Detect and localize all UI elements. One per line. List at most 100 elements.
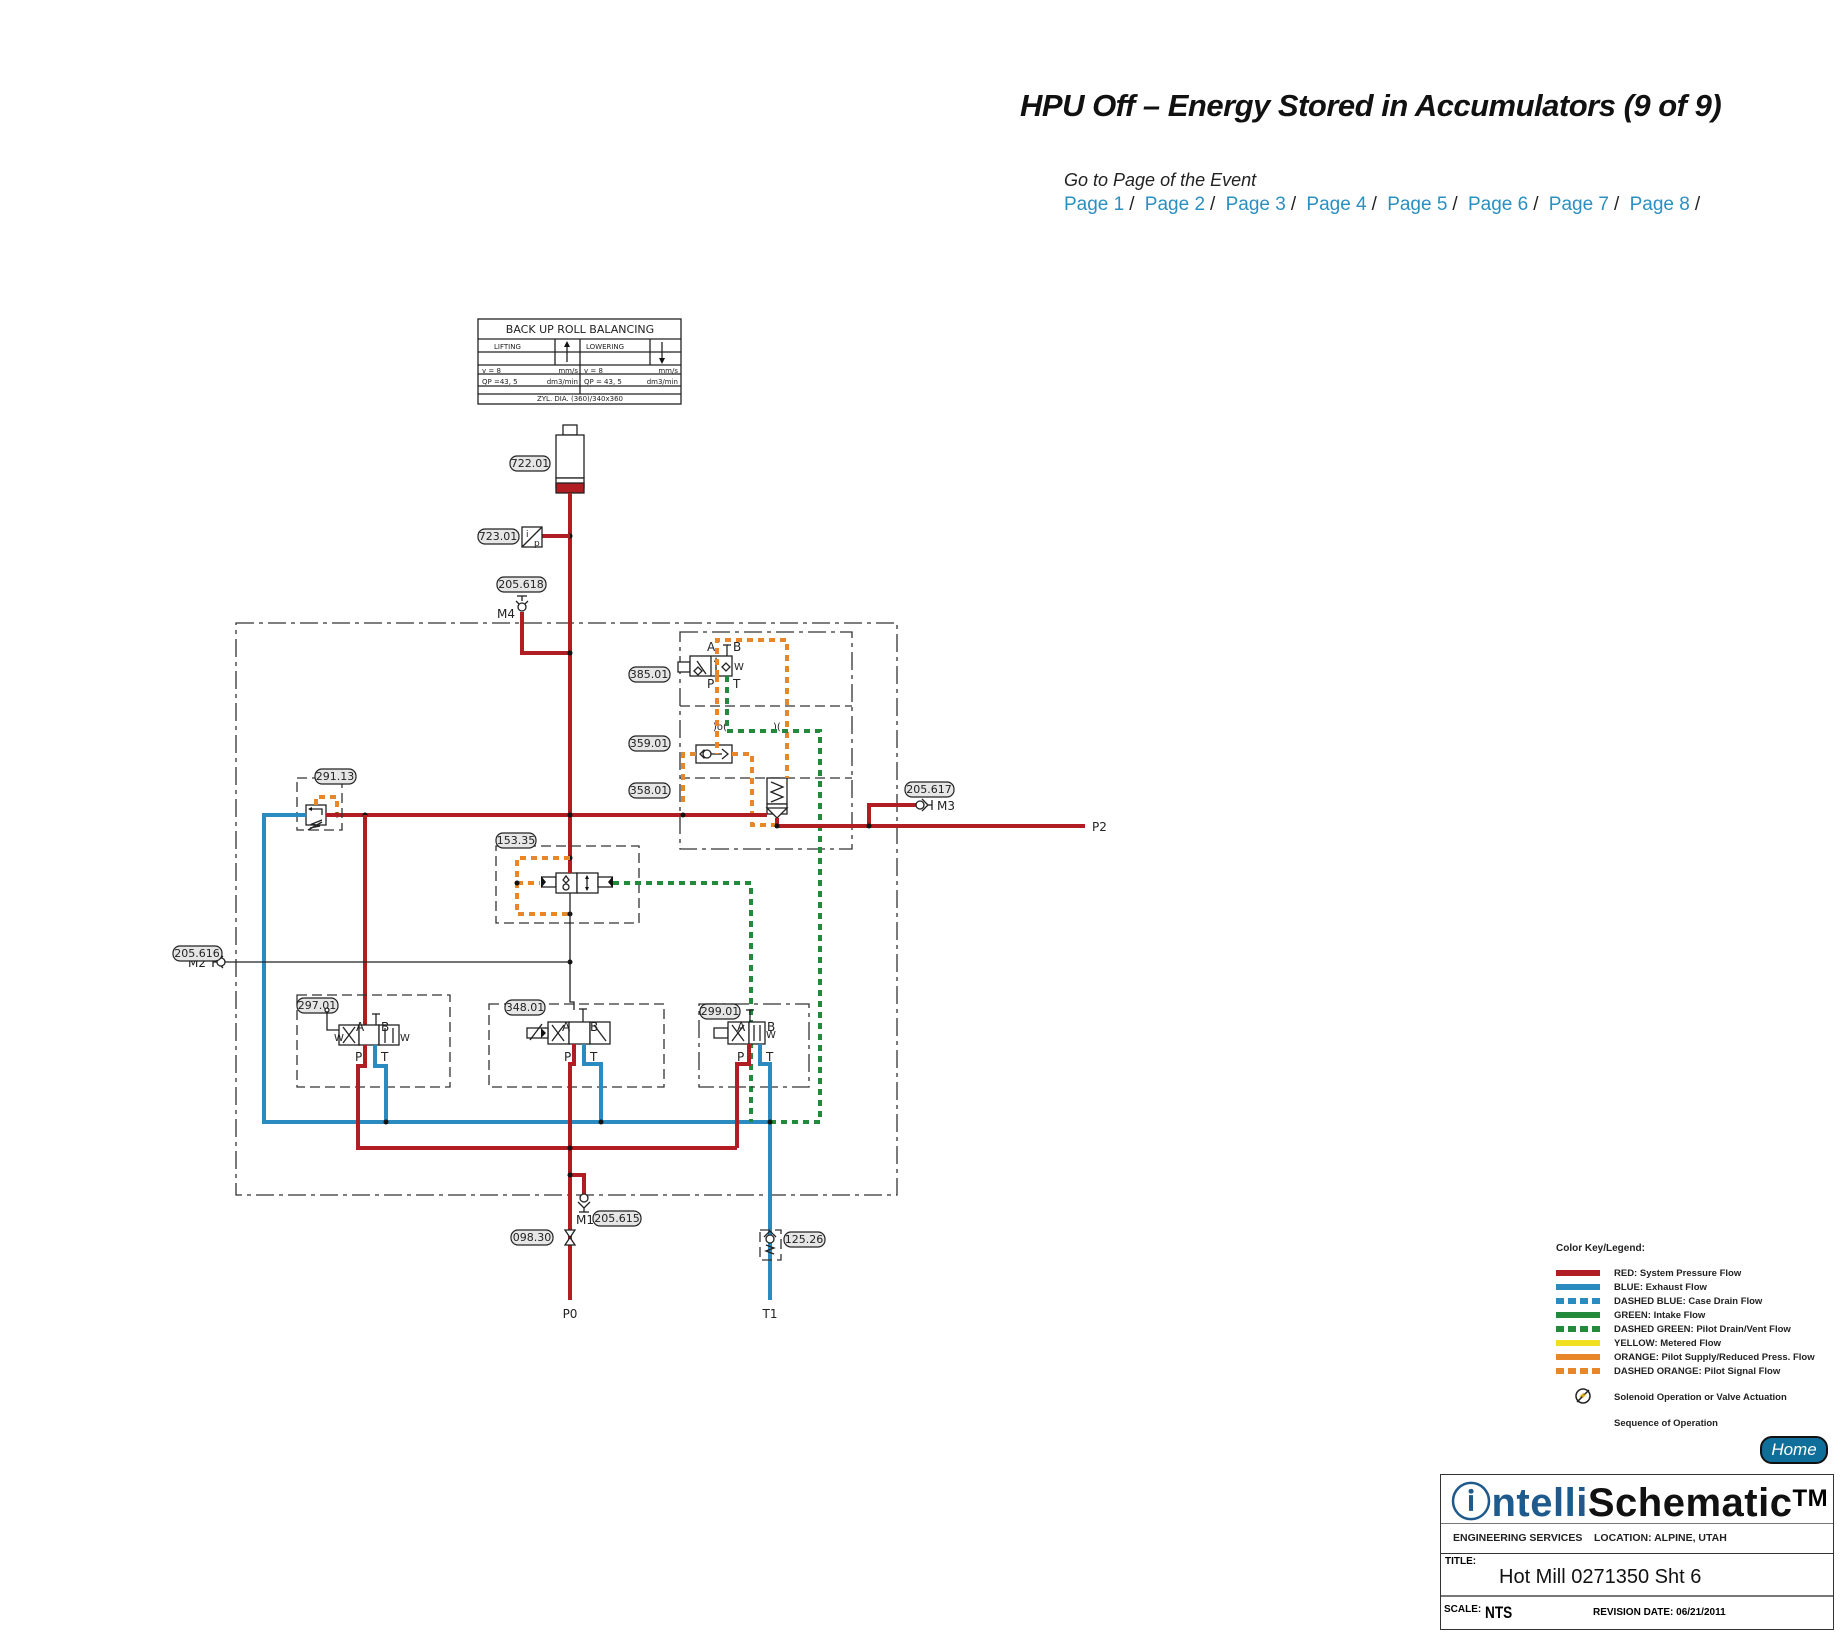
- color-legend: Color Key/Legend: RED: System Pressure F…: [1556, 1243, 1815, 1436]
- tag-359: [628, 735, 671, 752]
- spring-297-right: W: [400, 1033, 410, 1044]
- port-385-a: A: [707, 640, 716, 654]
- page-link-4[interactable]: Page 4: [1306, 194, 1367, 215]
- legend-label: DASHED GREEN: Pilot Drain/Vent Flow: [1614, 1323, 1791, 1335]
- page-link-3[interactable]: Page 3: [1225, 194, 1286, 215]
- tag-098: [510, 1229, 554, 1246]
- separator: /: [1694, 194, 1701, 215]
- subplate-box: [679, 631, 853, 850]
- port-385-b: B: [733, 640, 741, 654]
- port-297-t: T: [380, 1050, 389, 1064]
- legend-label: YELLOW: Metered Flow: [1614, 1337, 1721, 1349]
- qp-left-unit: dm3/min: [547, 378, 578, 386]
- port-348-p: P: [564, 1050, 571, 1064]
- tag-385: [628, 666, 671, 683]
- valve-297-symbol: [324, 1007, 400, 1046]
- port-299-t: T: [765, 1050, 774, 1064]
- legend-swatch-orange: [1556, 1354, 1600, 1360]
- legend-item: RED: System Pressure Flow: [1556, 1266, 1815, 1280]
- lifting-label: LIFTING: [494, 343, 521, 351]
- legend-swatch-dashed-green: [1556, 1326, 1600, 1332]
- port-385-t: T: [732, 677, 741, 691]
- port-348-a: A: [562, 1020, 571, 1034]
- manifold-boundary: [235, 622, 898, 1196]
- v-right: v = 8: [584, 367, 603, 375]
- page-link-2[interactable]: Page 2: [1144, 194, 1206, 215]
- legend-item: BLUE: Exhaust Flow: [1556, 1280, 1815, 1294]
- tag-205-618-text: 205.618: [498, 578, 544, 591]
- legend-header: Color Key/Legend:: [1556, 1243, 1645, 1254]
- title-block: ⓘntelliSchematicTM ENGINEERING SERVICES …: [1440, 1474, 1834, 1630]
- separator: /: [1129, 194, 1135, 215]
- port-m3: M3: [937, 799, 955, 813]
- tag-098-text: 098.30: [513, 1231, 552, 1244]
- page-links: Page 1/ Page 2/ Page 3/ Page 4/ Page 5/ …: [1064, 194, 1705, 216]
- separator: /: [1452, 194, 1458, 215]
- logo-black-text: Schematic: [1587, 1481, 1793, 1525]
- legend-swatch-blue: [1556, 1284, 1600, 1290]
- pressure-valve-358-symbol: [765, 777, 789, 819]
- orifice-icon: )(: [773, 722, 781, 733]
- goto-label: Go to Page of the Event: [1064, 170, 1257, 190]
- tag-205-617-text: 205.617: [906, 783, 952, 796]
- orifice-icon: )o(: [713, 722, 727, 733]
- valve-299-box: [698, 1003, 810, 1088]
- tag-153-text: 153.35: [497, 834, 536, 847]
- page-link-7[interactable]: Page 7: [1548, 194, 1610, 215]
- tag-297-text: 297.01: [298, 999, 337, 1012]
- tag-358-text: 358.01: [630, 784, 669, 797]
- info-table: BACK UP ROLL BALANCING LIFTING LOWERING …: [477, 318, 682, 405]
- tag-205-616-text: 205.616: [174, 947, 220, 960]
- tag-125-text: 125.26: [785, 1233, 824, 1246]
- separator: /: [1371, 194, 1377, 215]
- revision-date: REVISION DATE: 06/21/2011: [1593, 1607, 1726, 1618]
- qp-right: QP = 43, 5: [584, 378, 622, 386]
- legend-label: Solenoid Operation or Valve Actuation: [1614, 1391, 1787, 1403]
- tag-299: [699, 1003, 741, 1020]
- transducer-p-label: p: [534, 539, 540, 549]
- location: LOCATION: ALPINE, UTAH: [1594, 1532, 1727, 1544]
- tag-205-615-text: 205.615: [594, 1212, 640, 1225]
- legend-label: BLUE: Exhaust Flow: [1614, 1281, 1707, 1293]
- spring-385: W: [734, 662, 744, 673]
- separator: /: [1290, 194, 1297, 215]
- legend-item: DASHED ORANGE: Pilot Signal Flow: [1556, 1364, 1815, 1378]
- tag-205-617: [904, 781, 955, 798]
- tag-205-616: [172, 945, 223, 962]
- page-link-8[interactable]: Page 8: [1629, 194, 1690, 215]
- shuttle-valve-359-symbol: [695, 744, 733, 764]
- page-link-6[interactable]: Page 6: [1467, 194, 1529, 215]
- spring-297-left: W: [334, 1033, 344, 1044]
- qp-left: QP =43, 5: [482, 378, 518, 386]
- tag-348-text: 348.01: [506, 1001, 545, 1014]
- legend-label: RED: System Pressure Flow: [1614, 1267, 1742, 1279]
- page-link-1[interactable]: Page 1: [1064, 194, 1125, 215]
- legend-item: DASHED GREEN: Pilot Drain/Vent Flow: [1556, 1322, 1815, 1336]
- legend-item: Solenoid Operation or Valve Actuation: [1556, 1384, 1815, 1410]
- legend-swatch-red: [1556, 1270, 1600, 1276]
- title-key: TITLE:: [1445, 1556, 1477, 1567]
- tag-291: [314, 768, 357, 785]
- legend-swatch-green: [1556, 1312, 1600, 1318]
- separator: /: [1533, 194, 1539, 215]
- legend-label: DASHED BLUE: Case Drain Flow: [1614, 1295, 1763, 1307]
- test-point-m3-icon: [915, 798, 933, 812]
- separator: /: [1210, 194, 1216, 215]
- port-297-b: B: [381, 1020, 389, 1034]
- home-button[interactable]: Home: [1760, 1436, 1828, 1464]
- port-t1: T1: [762, 1307, 778, 1321]
- valve-348-symbol: [526, 1008, 611, 1045]
- port-m1: M1: [576, 1213, 594, 1227]
- tag-723: [477, 528, 520, 545]
- test-point-m1-icon: [577, 1193, 591, 1213]
- legend-item: DASHED BLUE: Case Drain Flow: [1556, 1294, 1815, 1308]
- valve-299-symbol: [713, 1009, 766, 1045]
- intellischematic-logo: ⓘntelliSchematicTM: [1441, 1475, 1833, 1525]
- legend-label: Sequence of Operation: [1614, 1417, 1718, 1429]
- valve-348-box: [488, 1003, 665, 1088]
- port-p2: P2: [1092, 820, 1107, 834]
- legend-label: GREEN: Intake Flow: [1614, 1309, 1706, 1321]
- legend-label: DASHED ORANGE: Pilot Signal Flow: [1614, 1365, 1781, 1377]
- page-link-5[interactable]: Page 5: [1387, 194, 1448, 215]
